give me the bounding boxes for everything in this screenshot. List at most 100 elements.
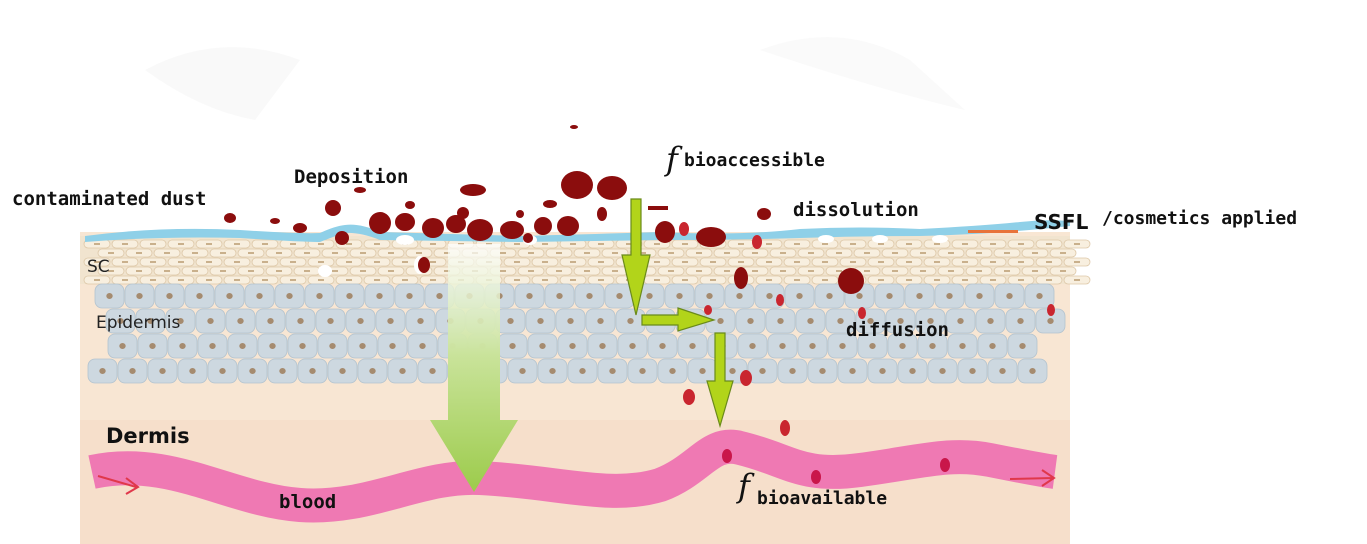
- cell-nucleus: [359, 343, 365, 349]
- cell-nucleus: [689, 343, 695, 349]
- cell-nucleus: [567, 318, 573, 324]
- cell-nucleus: [537, 318, 543, 324]
- corneocyte-mark: [934, 279, 940, 281]
- cell-nucleus: [987, 318, 993, 324]
- corneocyte-mark: [570, 261, 576, 263]
- corneocyte-mark: [1060, 270, 1066, 272]
- corneocyte-mark: [262, 261, 268, 263]
- cell-nucleus: [759, 368, 765, 374]
- cell-nucleus: [346, 293, 352, 299]
- corneocyte-mark: [864, 270, 870, 272]
- corneocyte-mark: [276, 270, 282, 272]
- corneocyte-mark: [808, 270, 814, 272]
- corneocyte-mark: [192, 270, 198, 272]
- dermis-label: Dermis: [106, 424, 190, 448]
- corneocyte-mark: [822, 279, 828, 281]
- corneocyte-mark: [906, 279, 912, 281]
- corneocyte-mark: [724, 270, 730, 272]
- cell-nucleus: [316, 293, 322, 299]
- corneocyte-mark: [542, 261, 548, 263]
- corneocyte-mark: [514, 279, 520, 281]
- cell-nucleus: [297, 318, 303, 324]
- cell-nucleus: [869, 343, 875, 349]
- cell-nucleus: [789, 368, 795, 374]
- cell-nucleus: [406, 293, 412, 299]
- corneocyte-mark: [1046, 243, 1052, 245]
- corneocyte-mark: [332, 270, 338, 272]
- cell-nucleus: [779, 343, 785, 349]
- corneocyte-mark: [430, 279, 436, 281]
- cell-nucleus: [556, 293, 562, 299]
- cell-nucleus: [539, 343, 545, 349]
- corneocyte-mark: [290, 279, 296, 281]
- corneocyte-mark: [710, 261, 716, 263]
- cell-nucleus: [179, 343, 185, 349]
- cell-nucleus: [369, 368, 375, 374]
- corneocyte-mark: [696, 270, 702, 272]
- corneocyte-mark: [192, 252, 198, 254]
- cell-nucleus: [609, 368, 615, 374]
- corneocyte-mark: [850, 243, 856, 245]
- bioavailable-label: bioavailable: [757, 488, 887, 509]
- cell-nucleus: [909, 368, 915, 374]
- cell-nucleus: [327, 318, 333, 324]
- corneocyte-mark: [906, 243, 912, 245]
- cell-nucleus: [136, 293, 142, 299]
- corneocyte-mark: [934, 243, 940, 245]
- corneocyte-mark: [136, 252, 142, 254]
- corneocyte-mark: [136, 270, 142, 272]
- cell-nucleus: [166, 293, 172, 299]
- cell-nucleus: [209, 343, 215, 349]
- corneocyte-mark: [1018, 279, 1024, 281]
- corneocyte-mark: [234, 279, 240, 281]
- corneocyte-mark: [1060, 252, 1066, 254]
- corneocyte-mark: [598, 243, 604, 245]
- corneocyte-mark: [346, 261, 352, 263]
- cell-nucleus: [839, 343, 845, 349]
- corneocyte-mark: [318, 243, 324, 245]
- cell-nucleus: [1047, 318, 1053, 324]
- cell-nucleus: [736, 293, 742, 299]
- corneocyte-mark: [766, 261, 772, 263]
- cell-nucleus: [329, 343, 335, 349]
- cell-nucleus: [856, 293, 862, 299]
- cell-nucleus: [159, 368, 165, 374]
- corneocyte-mark: [374, 243, 380, 245]
- corneocyte-mark: [1074, 279, 1080, 281]
- corneocyte-mark: [766, 279, 772, 281]
- corneocyte-mark: [654, 243, 660, 245]
- corneocyte-mark: [668, 252, 674, 254]
- cell-nucleus: [717, 318, 723, 324]
- cell-nucleus: [219, 368, 225, 374]
- cell-nucleus: [299, 343, 305, 349]
- corneocyte-mark: [150, 261, 156, 263]
- corneocyte-mark: [738, 243, 744, 245]
- corneocyte-mark: [262, 243, 268, 245]
- corneocyte-mark: [206, 279, 212, 281]
- cell-nucleus: [507, 318, 513, 324]
- corneocyte-mark: [696, 252, 702, 254]
- cell-nucleus: [796, 293, 802, 299]
- corneocyte-mark: [920, 270, 926, 272]
- corneocyte-mark: [248, 252, 254, 254]
- cell-nucleus: [1036, 293, 1042, 299]
- corneocyte-mark: [318, 279, 324, 281]
- cell-nucleus: [616, 293, 622, 299]
- corneocyte-mark: [794, 279, 800, 281]
- corneocyte-mark: [304, 270, 310, 272]
- corneocyte-mark: [332, 252, 338, 254]
- corneocyte-mark: [388, 252, 394, 254]
- corneocyte-mark: [514, 243, 520, 245]
- corneocyte-mark: [346, 243, 352, 245]
- corneocyte-mark: [122, 279, 128, 281]
- cell-nucleus: [357, 318, 363, 324]
- cell-nucleus: [676, 293, 682, 299]
- corneocyte-mark: [290, 261, 296, 263]
- cell-nucleus: [1029, 368, 1035, 374]
- cell-nucleus: [899, 343, 905, 349]
- cell-nucleus: [417, 318, 423, 324]
- cell-nucleus: [267, 318, 273, 324]
- corneocyte-mark: [948, 270, 954, 272]
- cell-nucleus: [599, 343, 605, 349]
- corneocyte-mark: [752, 270, 758, 272]
